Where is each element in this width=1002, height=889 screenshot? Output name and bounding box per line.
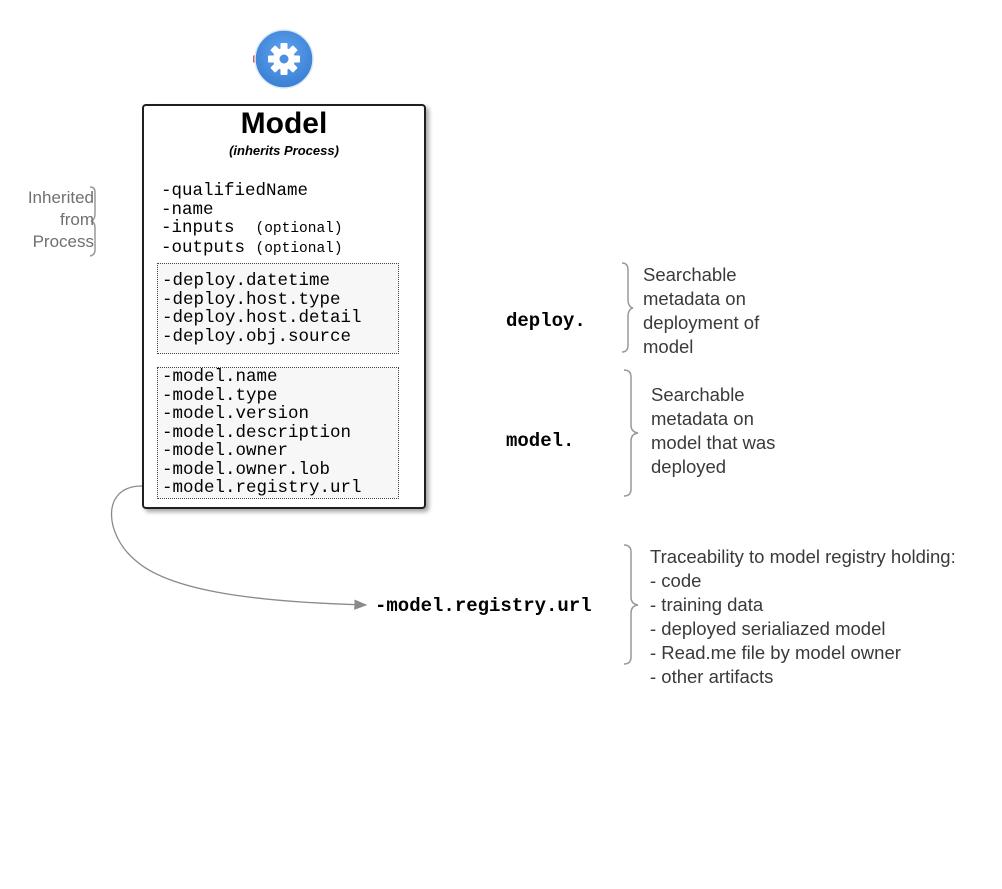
registry-arrow [110, 485, 368, 610]
description-line: - code [650, 570, 702, 591]
model-prefix-label: model. [506, 430, 575, 452]
attribute-name: -qualifiedName [161, 181, 309, 201]
attribute-row: -inputs (optional) [161, 219, 343, 239]
card-subtitle: (inherits Process) [229, 143, 339, 158]
description-line: Traceability to model registry holding: [650, 546, 956, 567]
inherited-label-line: Process [32, 232, 94, 251]
model-attribute: -model.description [162, 422, 352, 443]
description-line: model [643, 336, 694, 357]
registry-brace [623, 544, 639, 665]
model-attribute-group: -model.name -model.type -model.version -… [157, 367, 399, 499]
model-attribute: -model.name [162, 367, 278, 387]
attribute-note: (optional) [255, 221, 343, 237]
description-line: deployment of [643, 312, 760, 333]
inherited-attributes: -qualifiedName -name -inputs (optional) … [161, 182, 343, 258]
description-line: - deployed serialiazed model [650, 618, 886, 639]
deploy-prefix-label: deploy. [506, 310, 586, 332]
description-line: - Read.me file by model owner [650, 642, 901, 663]
deploy-attribute: -deploy.obj.source [162, 326, 352, 347]
deploy-brace [621, 262, 634, 353]
deploy-attribute-group: -deploy.datetime -deploy.host.type -depl… [157, 263, 399, 354]
model-attribute: -model.version [162, 404, 310, 424]
description-line: - training data [650, 594, 764, 615]
description-line: model that was [651, 432, 776, 453]
attribute-note: (optional) [255, 240, 343, 257]
registry-prefix-label: -model.registry.url [375, 595, 592, 617]
deploy-attribute: -deploy.host.detail [162, 308, 362, 328]
inherited-label: Inherited from Process [18, 187, 94, 253]
attribute-row: -qualifiedName [161, 182, 343, 201]
deploy-description: Searchable metadata on deployment of mod… [643, 263, 759, 359]
description-line: Searchable [651, 384, 745, 405]
model-attribute: -model.type [162, 385, 278, 406]
model-attribute: -model.registry.url [162, 478, 362, 498]
model-brace [623, 369, 639, 497]
model-description: Searchable metadata on model that was de… [651, 383, 775, 479]
card-title: Model [240, 107, 328, 140]
deploy-attribute: -deploy.host.type [162, 289, 341, 310]
description-line: metadata on [643, 288, 746, 309]
deploy-attribute: -deploy.datetime [162, 271, 331, 291]
inherited-brace [89, 186, 96, 257]
description-line: - other artifacts [650, 666, 774, 687]
description-line: Searchable [643, 264, 737, 285]
attribute-name: -name [161, 199, 214, 220]
attribute-row: -name [161, 199, 343, 220]
gear-icon [253, 28, 315, 90]
inherited-label-line: from [60, 210, 94, 229]
description-line: metadata on [651, 408, 754, 429]
description-line: deployed [651, 456, 727, 477]
model-entity-card: Model (inherits Process) -qualifiedName … [142, 104, 426, 509]
model-attribute: -model.owner.lob [162, 459, 331, 480]
model-attribute: -model.owner [162, 441, 289, 461]
attribute-name: -inputs [161, 218, 235, 238]
inherited-label-line: Inherited [27, 188, 94, 207]
registry-description: Traceability to model registry holding: … [650, 545, 956, 689]
attribute-name: -outputs [161, 237, 246, 258]
attribute-row: -outputs (optional) [161, 237, 343, 259]
